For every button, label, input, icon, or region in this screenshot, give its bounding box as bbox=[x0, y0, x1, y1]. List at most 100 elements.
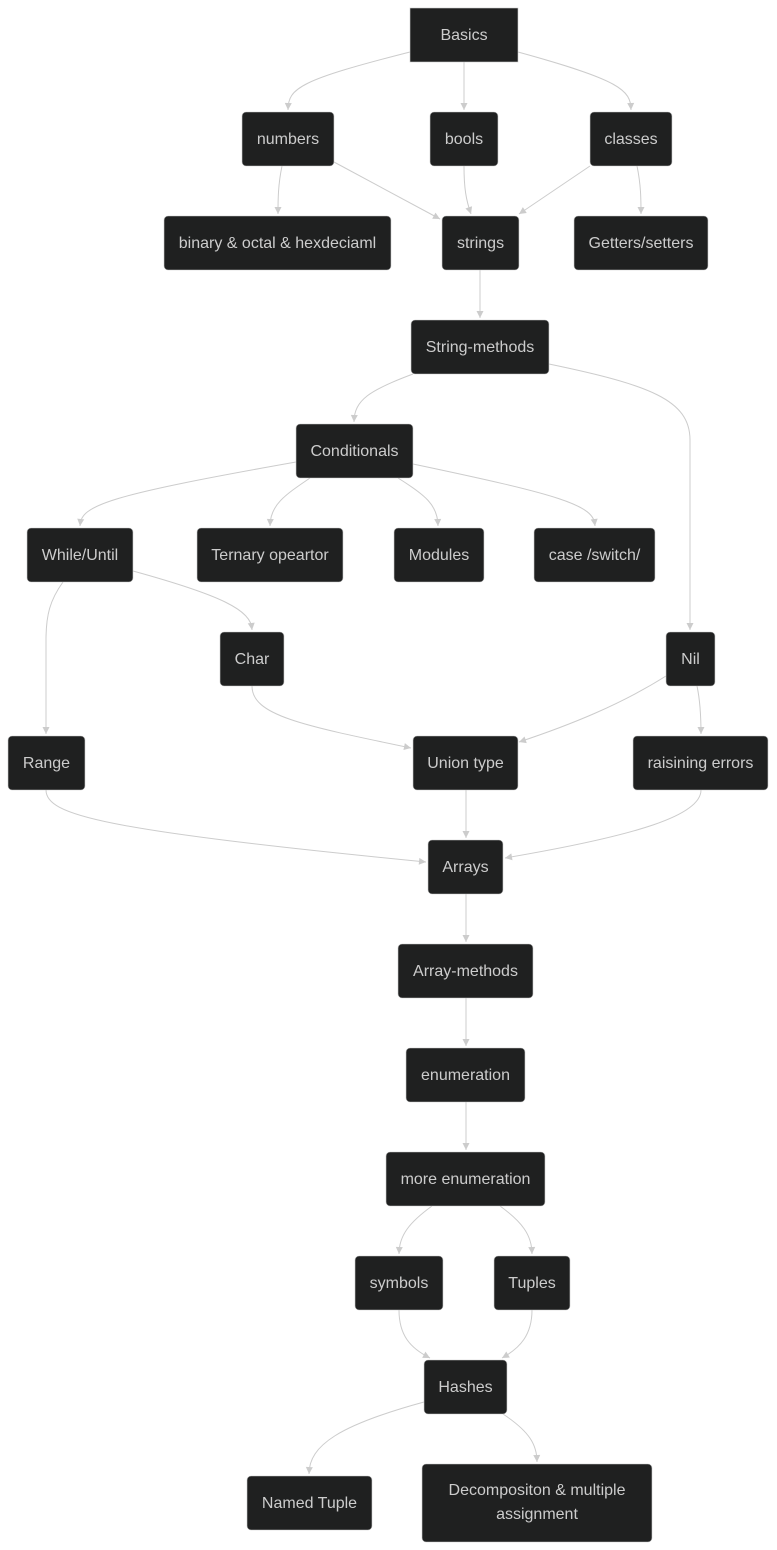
arrowhead-icon bbox=[350, 414, 358, 422]
node-box bbox=[573, 215, 709, 271]
edge-line bbox=[636, 165, 642, 215]
edge-whileuntil-to-char bbox=[132, 570, 255, 631]
edge-line bbox=[548, 363, 691, 630]
edge-hashes-to-namedtuple bbox=[305, 1401, 425, 1475]
node-box bbox=[410, 319, 550, 375]
arrowhead-icon bbox=[418, 857, 426, 865]
edge-bools-to-strings bbox=[463, 165, 473, 215]
node-label: raisining errors bbox=[648, 755, 754, 772]
arrowhead-icon bbox=[637, 206, 645, 214]
node-box bbox=[196, 527, 344, 583]
edge-moreenum-to-tuples bbox=[499, 1205, 536, 1255]
arrowhead-icon bbox=[77, 518, 85, 526]
node-arraymethods: Array-methods bbox=[397, 943, 534, 999]
node-label: While/Until bbox=[42, 547, 118, 564]
edge-conditionals-to-ternary bbox=[266, 477, 311, 527]
arrowhead-icon bbox=[465, 206, 473, 214]
node-box bbox=[163, 215, 392, 271]
arrowhead-icon bbox=[528, 1246, 536, 1254]
node-label: Basics bbox=[440, 27, 487, 44]
arrowhead-icon bbox=[519, 207, 527, 214]
arrowhead-icon bbox=[686, 623, 694, 630]
node-strings: strings bbox=[441, 215, 520, 271]
edge-line bbox=[277, 165, 283, 215]
node-symbols: symbols bbox=[354, 1255, 444, 1311]
node-label: Conditionals bbox=[310, 443, 398, 460]
edge-whileuntil-to-range bbox=[42, 581, 64, 734]
node-nil: Nil bbox=[665, 631, 716, 687]
edge-line bbox=[499, 1205, 533, 1255]
node-label: bools bbox=[445, 131, 483, 148]
node-box bbox=[421, 1463, 653, 1543]
arrowhead-icon bbox=[590, 518, 598, 526]
node-namedtuple: Named Tuple bbox=[246, 1475, 373, 1531]
edge-arraymethods-to-enumeration bbox=[462, 998, 470, 1046]
edge-stringmethods-to-conditionals bbox=[350, 373, 414, 423]
edge-enumeration-to-moreenum bbox=[462, 1102, 470, 1150]
edge-line bbox=[398, 1309, 431, 1359]
node-conditionals: Conditionals bbox=[295, 423, 414, 479]
edge-uniontype-to-arrays bbox=[462, 790, 470, 838]
edge-basics-to-classes bbox=[517, 51, 635, 111]
node-uniontype: Union type bbox=[412, 735, 519, 791]
node-label: Tuples bbox=[508, 1275, 555, 1292]
edge-char-to-uniontype bbox=[251, 685, 412, 751]
node-box bbox=[409, 7, 519, 63]
arrowhead-icon bbox=[476, 311, 484, 318]
edge-line bbox=[353, 373, 414, 423]
edge-conditionals-to-modules bbox=[397, 477, 442, 527]
node-hashes: Hashes bbox=[423, 1359, 508, 1415]
edge-strings-to-stringmethods bbox=[476, 270, 484, 318]
edge-line bbox=[398, 1205, 433, 1255]
edge-moreenum-to-symbols bbox=[395, 1205, 433, 1255]
arrowhead-icon bbox=[305, 1466, 313, 1474]
node-box bbox=[295, 423, 414, 479]
edge-line bbox=[501, 1309, 533, 1359]
node-box bbox=[427, 839, 504, 895]
arrowhead-icon bbox=[266, 518, 274, 526]
arrowhead-icon bbox=[462, 935, 470, 942]
edge-line bbox=[463, 165, 472, 215]
arrowhead-icon bbox=[533, 1454, 541, 1462]
node-box bbox=[493, 1255, 571, 1311]
node-enumeration: enumeration bbox=[405, 1047, 526, 1103]
node-label: Getters/setters bbox=[589, 235, 694, 252]
node-caseswitch: case /switch/ bbox=[533, 527, 656, 583]
node-classes: classes bbox=[589, 111, 673, 167]
edge-numbers-to-binary bbox=[274, 165, 283, 215]
node-box bbox=[219, 631, 285, 687]
edge-line bbox=[502, 1413, 538, 1463]
node-stringmethods: String-methods bbox=[410, 319, 550, 375]
node-label: Arrays bbox=[442, 859, 488, 876]
node-label: Union type bbox=[427, 755, 504, 772]
node-box bbox=[429, 111, 499, 167]
node-label: classes bbox=[604, 131, 657, 148]
node-label: strings bbox=[457, 235, 504, 252]
node-label: symbols bbox=[370, 1275, 429, 1292]
node-label: numbers bbox=[257, 131, 319, 148]
edge-classes-to-strings bbox=[518, 165, 591, 215]
edge-symbols-to-hashes bbox=[398, 1309, 431, 1359]
node-tuples: Tuples bbox=[493, 1255, 571, 1311]
node-label: more enumeration bbox=[401, 1171, 531, 1188]
node-box bbox=[7, 735, 86, 791]
edges-layer bbox=[42, 51, 705, 1475]
edge-basics-to-bools bbox=[460, 62, 468, 110]
node-box bbox=[393, 527, 485, 583]
arrowhead-icon bbox=[462, 1143, 470, 1150]
node-range: Range bbox=[7, 735, 86, 791]
node-whileuntil: While/Until bbox=[26, 527, 134, 583]
node-box bbox=[441, 215, 520, 271]
edge-line bbox=[45, 789, 427, 863]
edge-basics-to-numbers bbox=[284, 51, 411, 111]
edge-nil-to-uniontype bbox=[518, 675, 667, 744]
arrowhead-icon bbox=[519, 736, 527, 744]
arrowhead-icon bbox=[395, 1246, 403, 1254]
node-label: Range bbox=[23, 755, 70, 772]
edge-line bbox=[518, 165, 591, 215]
arrowhead-icon bbox=[697, 726, 705, 734]
node-arrays: Arrays bbox=[427, 839, 504, 895]
arrowhead-icon bbox=[403, 743, 411, 751]
